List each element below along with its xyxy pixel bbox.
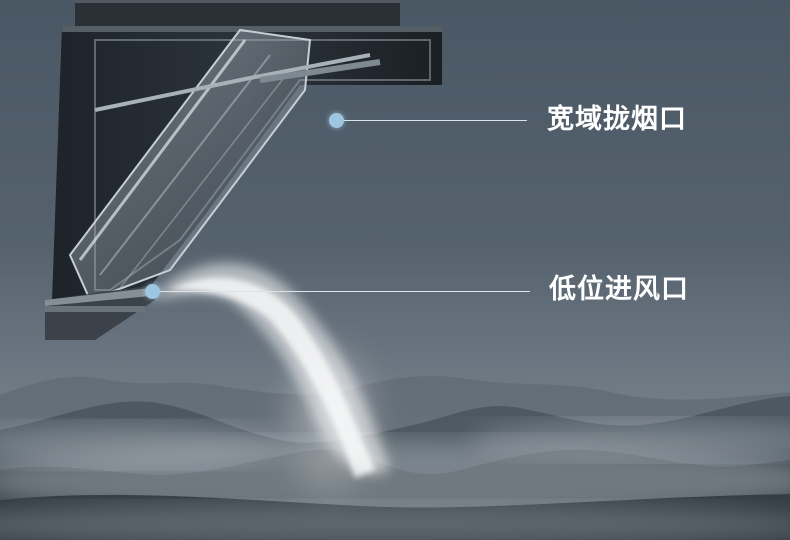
mountain-range [0, 375, 790, 540]
smoke-intake-leader-line [344, 120, 527, 121]
air-inlet-marker [145, 284, 160, 299]
air-inlet-leader-line [160, 291, 530, 292]
smoke-intake-marker [329, 113, 344, 128]
air-inlet-label: 低位进风口 [549, 274, 689, 305]
range-hood [45, 0, 442, 340]
smoke-intake-label: 宽域拢烟口 [547, 104, 687, 135]
